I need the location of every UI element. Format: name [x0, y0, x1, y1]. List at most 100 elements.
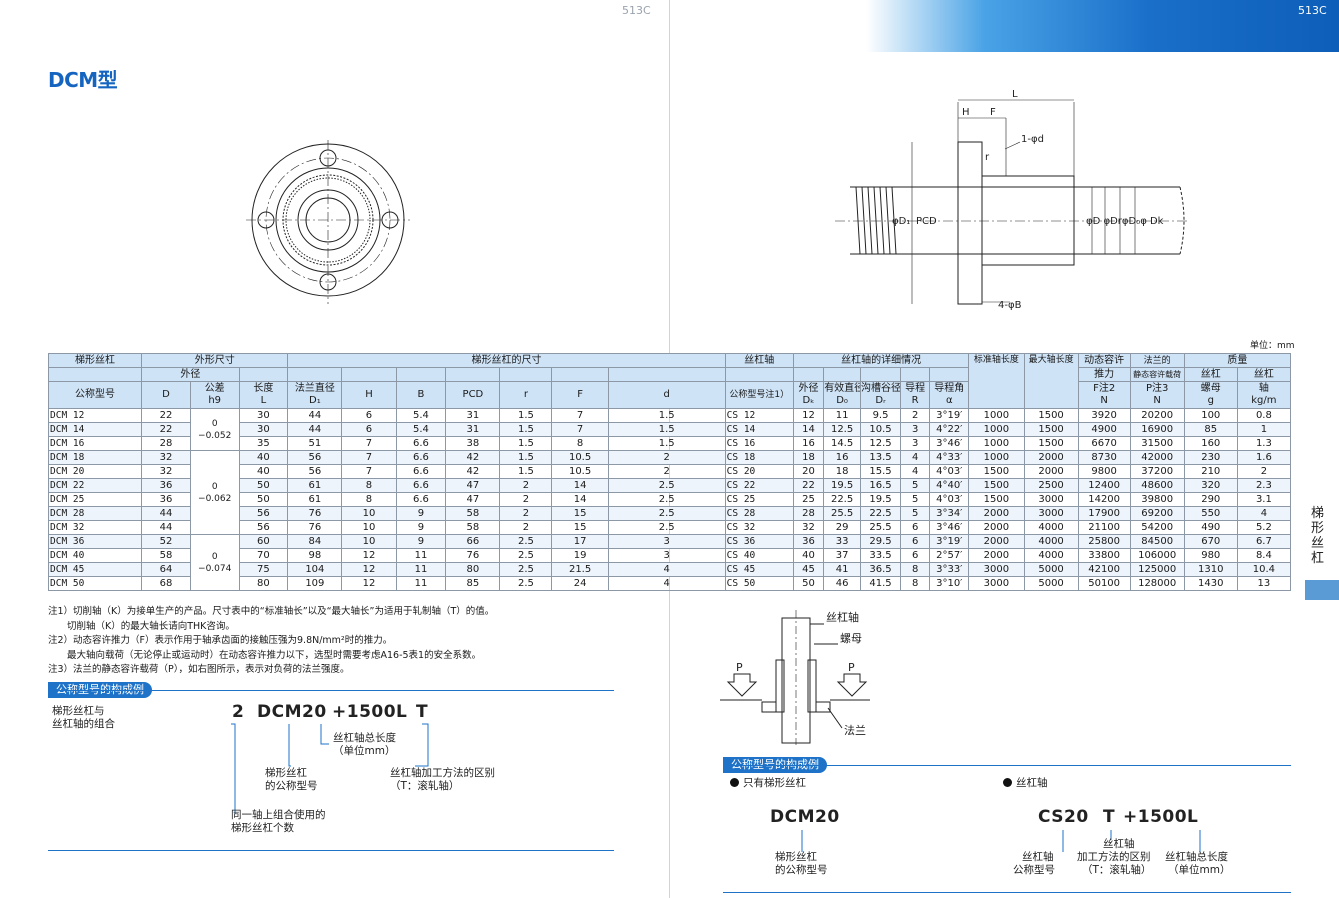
left-code-qty: 2 [232, 702, 245, 722]
table-cell: 28 [792, 506, 825, 521]
table-cell: 5 [900, 478, 931, 493]
table-cell: 1.5 [607, 422, 726, 437]
table-cell: 50 [238, 478, 289, 493]
note-2b: 最大轴向载荷（无论停止或运动时）在动态容许推力以下，选型时需要考虑A16-5表1… [48, 649, 482, 661]
table-cell: 6 [900, 534, 931, 549]
th-mass-shaft-2-a: 轴 [1258, 383, 1269, 394]
table-cell: 3.1 [1236, 492, 1292, 507]
table-cell: 9 [395, 506, 447, 521]
right-len-label-2: （单位mm） [1168, 864, 1231, 876]
th-od-a: 外径 [798, 383, 819, 394]
th-blank-shaft-3 [900, 367, 931, 382]
th-eff-a: 有效直径 [824, 383, 861, 394]
tol-lower: −0.052 [198, 430, 232, 441]
dim-PCD: PCD [916, 216, 937, 227]
table-cell: 0.8 [1236, 408, 1292, 423]
table-cell: 1000 [968, 436, 1025, 451]
table-cell: 12 [341, 576, 397, 591]
th-mass-shaft: 丝杠 [1236, 367, 1292, 382]
right-only-nut: 只有梯形丝杠 [730, 777, 806, 790]
table-cell: 48600 [1129, 478, 1185, 493]
table-cell: 44 [141, 520, 191, 535]
table-cell: 106000 [1129, 548, 1185, 563]
table-cell: 84 [287, 534, 343, 549]
table-cell: 41 [823, 562, 861, 577]
th-D: D [141, 381, 191, 409]
right-only-shaft: 丝杠轴 [1003, 777, 1048, 790]
table-cell: 19.5 [859, 492, 902, 507]
table-cell: CS 50 [724, 576, 794, 591]
th-mass-nut-2-b: g [1207, 395, 1214, 406]
table-cell: 56 [238, 506, 289, 521]
table-cell: 80 [238, 576, 289, 591]
table-cell: 1.5 [499, 464, 553, 479]
table-cell: DCM 50 [47, 576, 143, 591]
table-cell: 44 [141, 506, 191, 521]
left-t-label-1: 丝杠轴加工方法的区别 [390, 767, 495, 779]
table-cell: 69200 [1129, 506, 1185, 521]
table-cell: 12 [792, 408, 825, 423]
table-cell: 11 [395, 548, 447, 563]
table-cell: CS 22 [724, 478, 794, 493]
tolerance-cell: 0−0.052 [189, 408, 240, 451]
table-cell: 52 [141, 534, 191, 549]
table-cell: CS 25 [724, 492, 794, 507]
table-cell: 2.5 [499, 576, 553, 591]
table-cell: 4000 [1023, 534, 1079, 549]
table-cell: CS 45 [724, 562, 794, 577]
table-cell: 1.5 [607, 408, 726, 423]
table-cell: 2500 [1023, 478, 1079, 493]
table-cell: 4 [607, 562, 726, 577]
left-example-leaders [231, 723, 429, 814]
table-cell: 14 [792, 422, 825, 437]
table-cell: 25 [792, 492, 825, 507]
table-cell: 19 [551, 548, 609, 563]
table-cell: DCM 25 [47, 492, 143, 507]
table-cell: 40 [238, 464, 289, 479]
table-cell: 25.5 [859, 520, 902, 535]
table-cell: 4 [607, 576, 726, 591]
load-shaft-label: 丝杠轴 [826, 610, 859, 624]
table-cell: 2000 [1023, 464, 1079, 479]
dim-L: L [1012, 89, 1018, 100]
table-cell: 50 [238, 492, 289, 507]
table-cell: 10.5 [859, 422, 902, 437]
th-flange-sym-b: N [1153, 395, 1161, 406]
table-cell: CS 36 [724, 534, 794, 549]
table-cell: 22.5 [823, 492, 861, 507]
table-cell: DCM 20 [47, 464, 143, 479]
table-cell: 1000 [968, 408, 1025, 423]
right-cs-label-1: 丝杠轴 [1022, 851, 1054, 863]
table-cell: 1500 [1023, 408, 1079, 423]
table-cell: 37200 [1129, 464, 1185, 479]
table-cell: 4°03′ [929, 464, 970, 479]
table-cell: 1500 [1023, 436, 1079, 451]
right-len-label-1: 丝杠轴总长度 [1165, 851, 1228, 863]
th-nut-dims: 梯形丝杠的尺寸 [287, 353, 726, 368]
table-cell: 16900 [1129, 422, 1185, 437]
table-cell: 8 [900, 576, 931, 591]
table-cell: 40 [792, 548, 825, 563]
table-cell: 31500 [1129, 436, 1185, 451]
table-cell: 1430 [1183, 576, 1238, 591]
table-cell: 230 [1183, 450, 1238, 465]
tol-upper: 0 [211, 481, 218, 492]
tol-upper: 0 [211, 551, 218, 562]
table-cell: 20200 [1129, 408, 1185, 423]
table-cell: 8 [900, 562, 931, 577]
table-cell: 5.2 [1236, 520, 1292, 535]
th-blank-shaft-2 [859, 367, 902, 382]
right-page-number: 513C [1298, 4, 1327, 17]
table-cell: 68 [141, 576, 191, 591]
dim-D1: φD₁ [892, 216, 910, 227]
table-cell: 2 [499, 492, 553, 507]
right-nut-label-1: 梯形丝杠 [775, 851, 817, 863]
table-cell: 60 [238, 534, 289, 549]
